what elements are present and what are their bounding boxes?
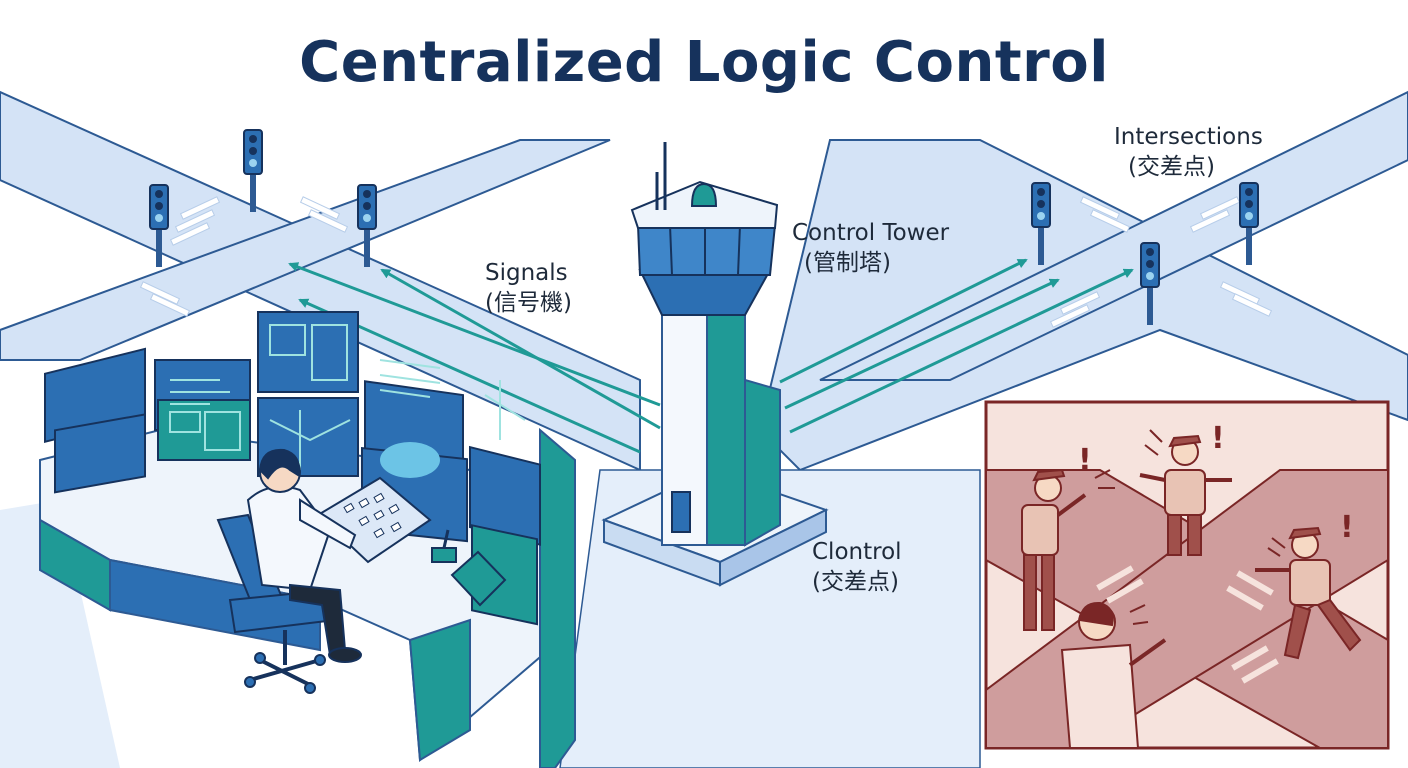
control-tower [601,142,829,587]
tower-cab-windows [636,224,777,276]
traffic-light-icon [149,184,169,267]
signal-arrows [288,258,1134,454]
chaos-crosswalk [1096,565,1279,684]
crosswalk-stripe [1231,293,1273,317]
arrow-to-right-signal [784,278,1060,410]
tower-shaft-side [706,299,746,546]
crosswalk-stripe [307,209,349,233]
signals-label-ja: (信号機) [485,290,572,316]
crosswalk-stripe [169,222,211,246]
traffic-light-icon [357,184,377,267]
monitor-screen [257,397,359,477]
tower-annex [744,378,781,547]
officer-figure [1255,526,1362,660]
control-label-ja: (交差点) [812,569,899,595]
alert-icon: ! ! ! [1078,421,1354,545]
tower-base-side [719,508,827,587]
tower-door [671,491,691,533]
control-room [39,311,576,768]
console-desk-front [408,618,471,762]
crosswalk-stripe [179,196,221,220]
shout-lines [1094,429,1286,625]
officer-figure [1021,468,1087,631]
crosswalks [139,196,1273,328]
control-tower-label: Control Tower (管制塔) [792,218,949,278]
exclamation-icon: ! [1340,510,1354,545]
crosswalk-stripe [1199,196,1241,220]
signals-label: Signals (信号機) [485,258,572,318]
crosswalk-stripe [149,293,191,317]
traffic-light-icon [1140,242,1160,325]
exclamation-icon: ! [1211,421,1225,456]
arrow-to-right-signal [779,258,1028,384]
monitor-screen [54,413,146,494]
intersections-label: Intersections (交差点) [1114,122,1263,182]
traffic-light-icon [1031,182,1051,265]
crosswalk-stripe [139,281,181,305]
control-label: Clontrol (交差点) [812,537,902,597]
screen-details [169,324,526,478]
arrow-to-left-signal [380,268,661,430]
exclamation-icon: ! [1078,443,1092,478]
arrow-to-right-signal [789,268,1134,434]
road-left-cross [0,139,611,361]
officer-figure [1060,601,1167,749]
crosswalk-stripe [1189,209,1231,233]
chaos-panel: ! ! ! [984,400,1390,750]
traffic-light-icon [1239,182,1259,265]
signals-label-en: Signals [485,260,568,286]
operator-figure [246,448,362,663]
keypad [450,550,507,607]
crosswalk-stripe [1089,209,1131,233]
road-right-cross [819,90,1408,381]
intersections-label-ja: (交差点) [1128,154,1215,180]
arrow-to-left-signal [288,262,661,407]
crosswalk-stripe [299,196,341,220]
traffic-signals [149,129,1259,325]
traffic-light-icon [243,129,263,212]
tower-dome [690,182,718,207]
crosswalk-stripe [1059,291,1101,315]
crosswalk-stripe [1079,196,1121,220]
joystick [431,547,457,563]
control-tower-label-ja: (管制塔) [804,250,891,276]
tower-cab-lower [638,269,772,316]
page-title: Centralized Logic Control [299,30,1109,95]
crosswalk-stripe [174,209,216,233]
control-label-en: Clontrol [812,539,902,565]
intersections-label-en: Intersections [1114,124,1263,150]
control-tower-label-en: Control Tower [792,220,950,246]
road-bottom-left [0,500,120,768]
console-wall-curve [539,427,576,768]
road-network [0,90,1408,768]
crosswalk-stripe [1049,304,1091,328]
officer-figure [1139,434,1232,556]
